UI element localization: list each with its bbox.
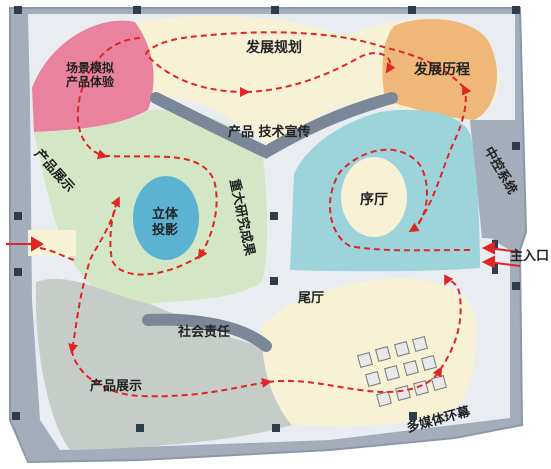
visitor-route bbox=[39, 31, 472, 398]
label-scene-simulation-line1: 场景模拟 bbox=[66, 60, 114, 75]
corridor-divider-top bbox=[150, 92, 398, 159]
left-entrance-arrow bbox=[6, 236, 44, 252]
label-social-responsibility: 社会责任 bbox=[177, 324, 230, 340]
label-main-entrance: 主入口 bbox=[510, 248, 549, 264]
zone-scene-simulation bbox=[32, 20, 154, 132]
stereo-projection-oval bbox=[133, 176, 199, 260]
zone-product-display-bottom bbox=[35, 278, 293, 450]
structural-columns bbox=[12, 6, 520, 432]
preface-hall-oval bbox=[341, 157, 407, 237]
multimedia-screen-panels bbox=[357, 336, 447, 407]
label-scene-simulation-line2: 产品体验 bbox=[66, 74, 115, 89]
label-tail-hall: 尾厅 bbox=[298, 291, 324, 306]
label-stereo-projection-line2: 投影 bbox=[152, 222, 178, 238]
corridor-divider-bottom bbox=[142, 313, 272, 352]
main-entrance-arrows bbox=[481, 241, 521, 269]
label-product-display-bottom: 产品展示 bbox=[90, 378, 142, 394]
outer-gray-zone-right bbox=[470, 120, 515, 240]
label-development-history: 发展历程 bbox=[413, 61, 470, 78]
label-stereo-projection-line1: 立体 bbox=[152, 206, 179, 222]
label-development-plan: 发展规划 bbox=[245, 39, 302, 56]
label-product-tech-promo: 产品 技术宣传 bbox=[228, 124, 311, 140]
label-preface-hall: 序厅 bbox=[360, 191, 388, 208]
